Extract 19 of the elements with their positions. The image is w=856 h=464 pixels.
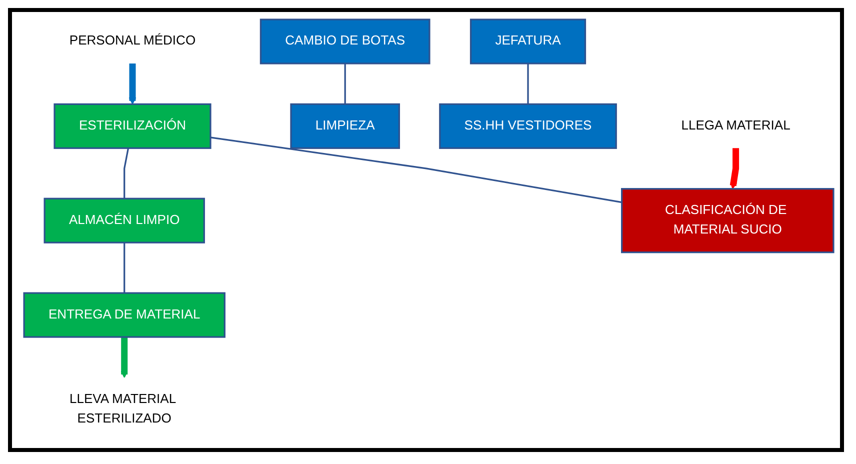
node-box: CLASIFICACIÓN DE MATERIAL SUCIO [621, 188, 834, 253]
connector [124, 242, 126, 293]
node-box: ALMACÉN LIMPIO [44, 197, 205, 244]
connector [124, 148, 130, 198]
node-box: CAMBIO DE BOTAS [260, 18, 430, 64]
arrow [730, 148, 740, 189]
node-box: ENTREGA DE MATERIAL [23, 292, 226, 338]
node-text: LLEVA MATERIAL ESTERILIZADO [69, 392, 176, 426]
node-box: LIMPIEZA [290, 103, 400, 149]
connector [344, 63, 346, 104]
node-box: SS.HH VESTIDORES [439, 103, 617, 149]
node-box: ESTERILIZACIÓN [54, 103, 212, 149]
node-text: LLEGA MATERIAL [681, 118, 790, 132]
node-box: JEFATURA [470, 18, 586, 64]
arrow [128, 63, 136, 104]
arrow [120, 336, 128, 378]
node-text: PERSONAL MÉDICO [69, 34, 196, 48]
connector [527, 63, 529, 104]
connector [210, 136, 622, 203]
